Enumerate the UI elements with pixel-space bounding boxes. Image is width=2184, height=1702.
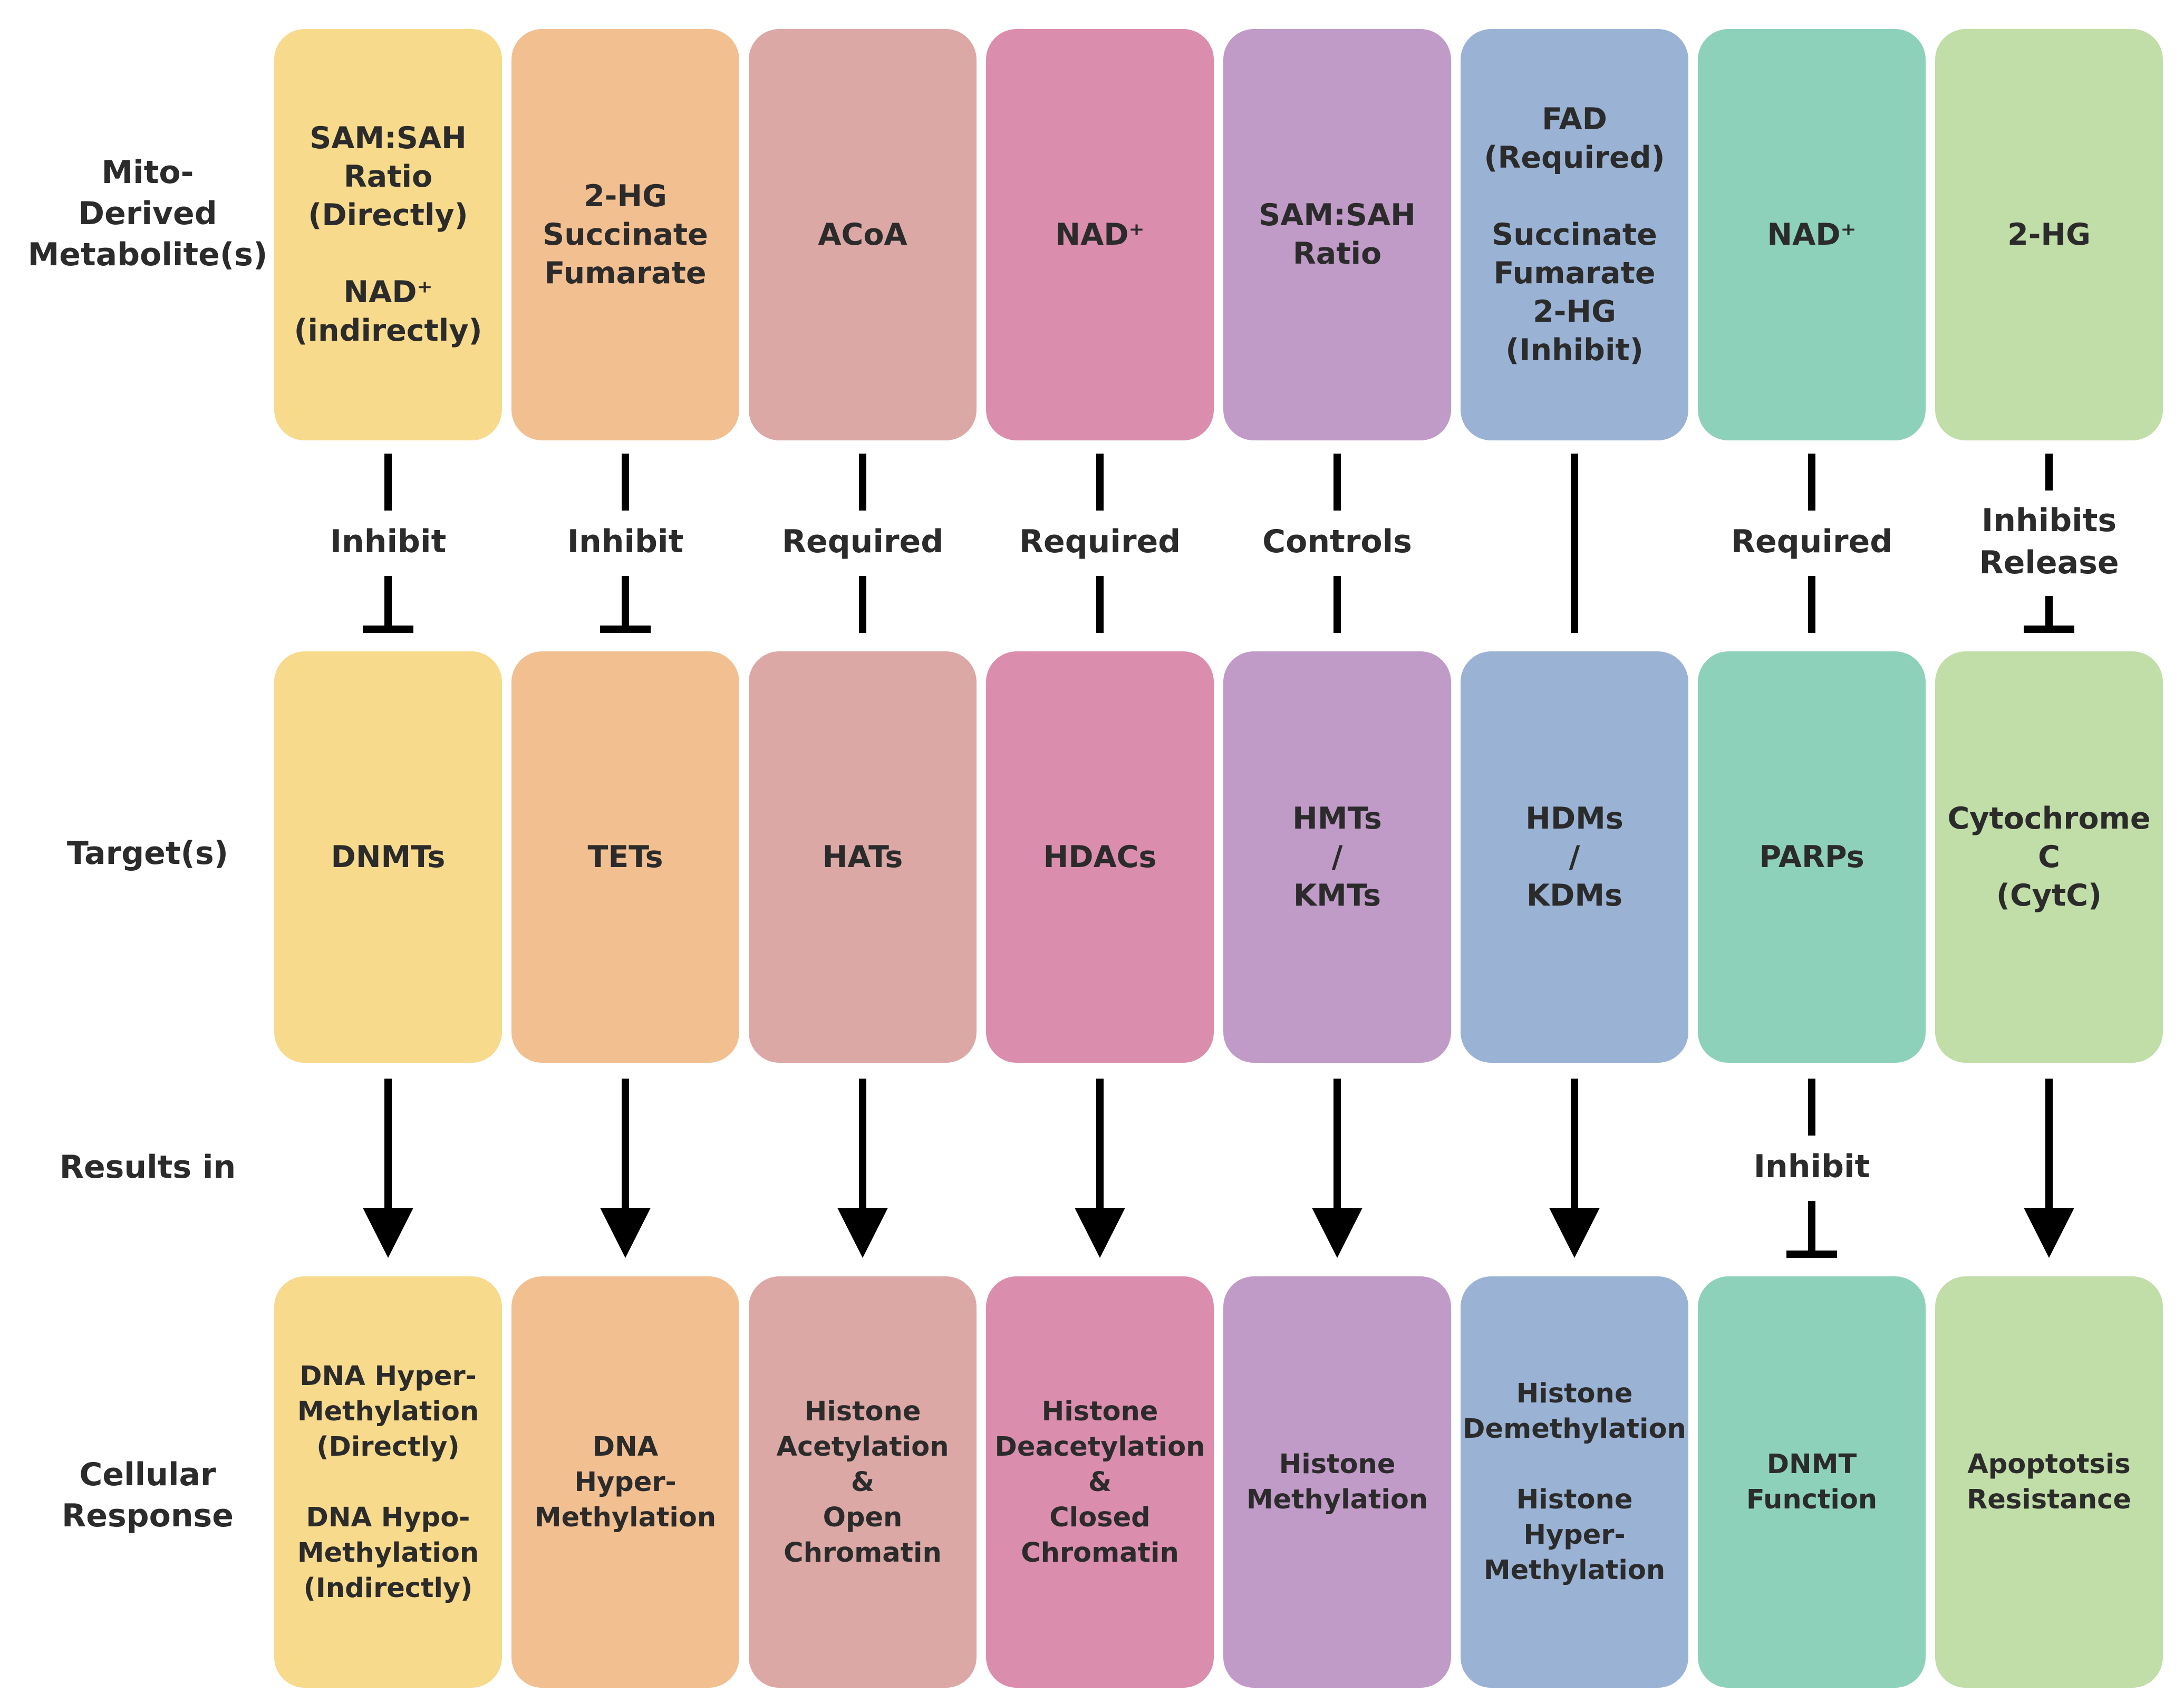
metab-box-8: 2-HG	[1935, 29, 2163, 440]
rel2-connector-5-arrowhead	[1312, 1208, 1362, 1258]
rel1-connector-7-label: Required	[1731, 523, 1892, 560]
resp-text-1: DNA Hyper- Methylation (Directly) DNA Hy…	[297, 1360, 479, 1604]
rel2-connector-8-arrowhead	[2024, 1208, 2074, 1258]
metab-box-4: NAD⁺	[986, 29, 1214, 440]
metab-box-5: SAM:SAH Ratio	[1223, 29, 1451, 440]
resp-box-4: Histone Deacetylation & Closed Chromatin	[986, 1276, 1214, 1688]
rel2-connector-7-label: Inhibit	[1754, 1148, 1870, 1185]
resp-box-7: DNMT Function	[1698, 1276, 1926, 1688]
metab-box-2: 2-HG Succinate Fumarate	[511, 29, 739, 440]
resp-box-5: Histone Methylation	[1223, 1276, 1451, 1688]
metab-box-3: ACoA	[749, 29, 977, 440]
row-label-results: Results in	[59, 1149, 236, 1186]
metab-text-7: NAD⁺	[1767, 217, 1857, 252]
target-box-2: TETs	[511, 651, 739, 1063]
target-text-5: HMTs / KMTs	[1292, 801, 1382, 913]
target-box-4: HDACs	[986, 651, 1214, 1063]
rel1-connector-3-label: Required	[782, 523, 943, 560]
row-label-targets: Target(s)	[66, 835, 229, 872]
target-box-7: PARPs	[1698, 651, 1926, 1063]
metab-text-3: ACoA	[818, 217, 907, 252]
target-box-8: Cytochrome C (CytC)	[1935, 651, 2163, 1063]
rel1-connector-2-label: Inhibit	[567, 523, 684, 560]
rel2-connector-4-arrowhead	[1075, 1208, 1125, 1258]
resp-box-2: DNA Hyper- Methylation	[511, 1276, 739, 1688]
resp-text-7: DNMT Function	[1746, 1449, 1878, 1515]
row-label-metabolites: Mito- Derived Metabolite(s)	[27, 154, 268, 273]
target-box-3: HATs	[749, 651, 977, 1063]
target-box-1: DNMTs	[274, 651, 502, 1063]
metab-text-2: 2-HG Succinate Fumarate	[543, 178, 708, 291]
metab-text-4: NAD⁺	[1055, 217, 1145, 252]
resp-text-6: Histone Demethylation Histone Hyper- Met…	[1463, 1378, 1686, 1586]
rel1-connector-5-label: Controls	[1262, 523, 1412, 560]
resp-text-3: Histone Acetylation & Open Chromatin	[776, 1396, 949, 1569]
resp-text-2: DNA Hyper- Methylation	[534, 1431, 717, 1533]
target-box-6: HDMs / KDMs	[1461, 651, 1688, 1063]
target-text-7: PARPs	[1759, 839, 1864, 874]
metab-text-5: SAM:SAH Ratio	[1259, 198, 1416, 271]
metab-text-8: 2-HG	[2007, 217, 2091, 252]
target-box-5: HMTs / KMTs	[1223, 651, 1451, 1063]
target-text-1: DNMTs	[331, 839, 446, 874]
resp-text-8: Apoptotsis Resistance	[1967, 1449, 2131, 1515]
target-text-2: TETs	[587, 839, 663, 874]
target-text-4: HDACs	[1043, 839, 1157, 874]
row-label-response: Cellular Response	[62, 1456, 234, 1534]
target-text-6: HDMs / KDMs	[1525, 801, 1623, 913]
resp-box-3: Histone Acetylation & Open Chromatin	[749, 1276, 977, 1688]
target-text-3: HATs	[822, 839, 903, 874]
metab-box-7: NAD⁺	[1698, 29, 1926, 440]
rel2-connector-2-arrowhead	[600, 1208, 651, 1258]
metab-box-1: SAM:SAH Ratio (Directly) NAD⁺ (indirectl…	[274, 29, 502, 440]
metab-text-6: FAD (Required) Succinate Fumarate 2-HG (…	[1484, 101, 1665, 368]
resp-box-6: Histone Demethylation Histone Hyper- Met…	[1461, 1276, 1688, 1688]
resp-text-5: Histone Methylation	[1246, 1449, 1428, 1515]
rel2-connector-6-arrowhead	[1549, 1208, 1600, 1258]
metab-text-1: SAM:SAH Ratio (Directly) NAD⁺ (indirectl…	[294, 121, 482, 348]
metab-box-6: FAD (Required) Succinate Fumarate 2-HG (…	[1461, 29, 1688, 440]
resp-box-1: DNA Hyper- Methylation (Directly) DNA Hy…	[274, 1276, 502, 1688]
resp-box-8: Apoptotsis Resistance	[1935, 1276, 2163, 1688]
rel2-connector-3-arrowhead	[837, 1208, 888, 1258]
rel1-connector-1-label: Inhibit	[330, 523, 447, 560]
target-text-8: Cytochrome C (CytC)	[1947, 801, 2151, 913]
rel2-connector-1-arrowhead	[363, 1208, 413, 1258]
rel1-connector-4-label: Required	[1019, 523, 1181, 560]
resp-text-4: Histone Deacetylation & Closed Chromatin	[994, 1396, 1205, 1569]
